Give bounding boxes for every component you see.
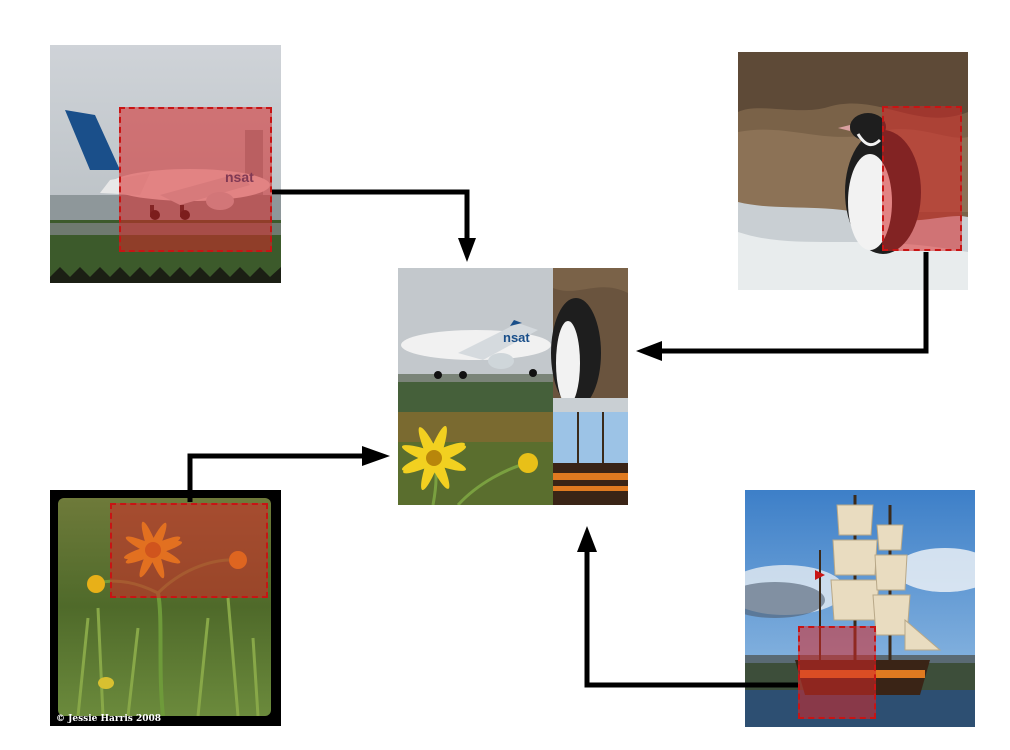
ship-crop-region xyxy=(798,626,876,719)
arrow-flower-to-mosaic xyxy=(187,453,366,502)
penguin-source-image xyxy=(738,52,968,290)
arrowhead-right xyxy=(362,446,390,466)
flower-source-image: © Jessie Harris 2008 xyxy=(50,490,281,726)
arrow-ship-to-mosaic xyxy=(584,550,798,688)
penguin-crop-region xyxy=(882,106,962,251)
arrowhead-left xyxy=(636,341,662,361)
copyright-caption: © Jessie Harris 2008 xyxy=(56,714,162,724)
mosaic-penguin-tile xyxy=(551,268,628,412)
flower-crop-region xyxy=(110,503,268,598)
svg-text:nsat: nsat xyxy=(503,330,530,345)
arrow-airplane-to-mosaic xyxy=(272,189,470,242)
arrow-penguin-to-mosaic xyxy=(662,252,929,354)
mosaic-flower-tile xyxy=(398,412,553,505)
mosaic-airplane-tile: nsat xyxy=(398,268,553,412)
airplane-crop-region xyxy=(119,107,272,252)
airplane-source-image: nsat xyxy=(50,45,281,283)
mosaic-ship-tile xyxy=(553,412,628,505)
arrowhead-down xyxy=(458,238,476,262)
ship-source-image xyxy=(745,490,975,727)
composite-mosaic-image: nsat xyxy=(398,268,628,505)
arrowhead-up xyxy=(577,526,597,552)
